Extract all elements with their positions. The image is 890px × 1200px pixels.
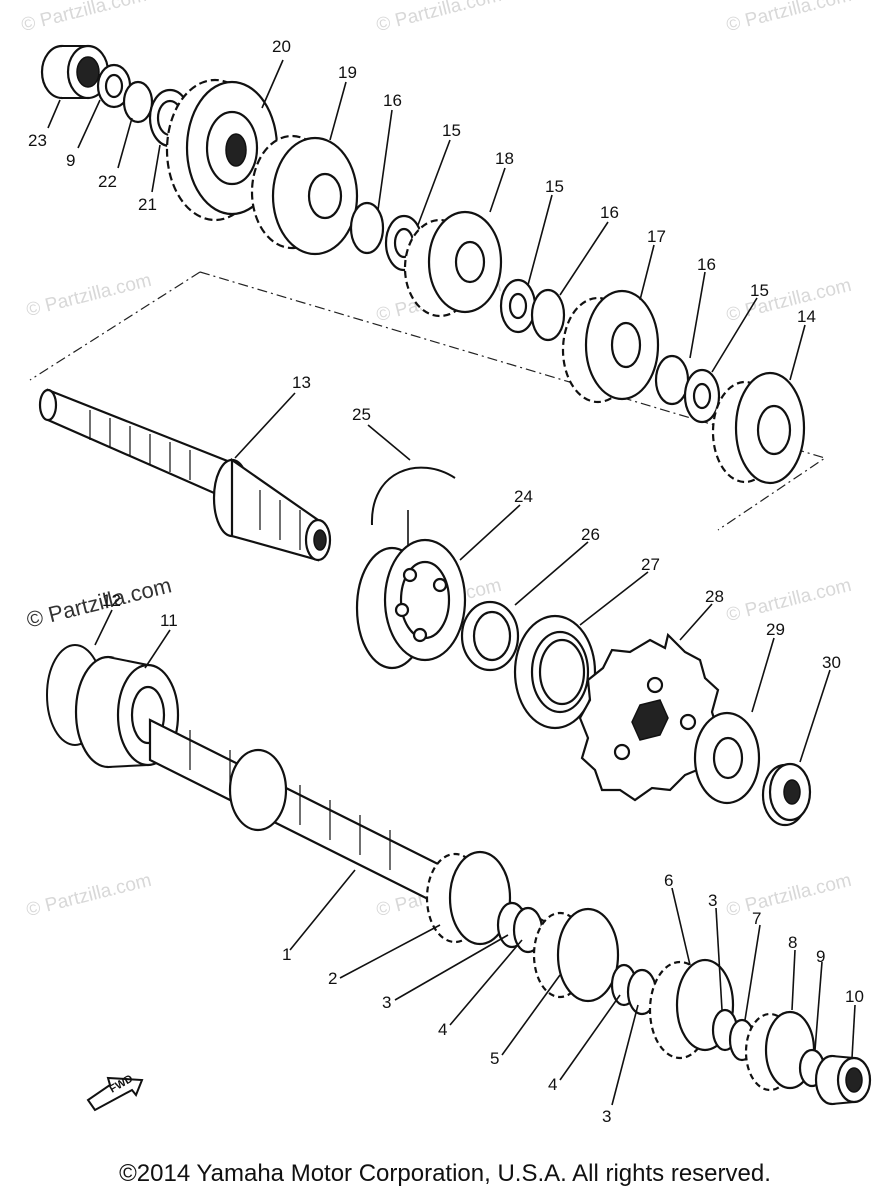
callout-10: 10 [845,987,864,1006]
part-19-gear [250,134,359,256]
part-15-washer [683,368,721,424]
callout-22: 22 [98,172,117,191]
part-22-circlip [122,80,154,124]
callout-16: 16 [697,255,716,274]
callout-12: 12 [102,591,121,610]
callout-19: 19 [338,63,357,82]
callout-5: 5 [490,1049,499,1068]
callout-21: 21 [138,195,157,214]
callout-30: 30 [822,653,841,672]
callout-3: 3 [602,1107,611,1126]
callout-11: 11 [160,611,178,630]
callout-23: 23 [28,131,47,150]
copyright-notice: ©2014 Yamaha Motor Corporation, U.S.A. A… [119,1160,771,1187]
part-25-circlip [370,466,456,526]
callout-18: 18 [495,149,514,168]
part-14-gear [711,371,806,485]
part-18-gear [403,210,503,318]
part-30-nut [761,762,812,827]
callout-4: 4 [438,1020,447,1039]
callout-9: 9 [66,151,75,170]
part-16-circlip [349,201,385,255]
callout-15: 15 [750,281,769,300]
leader-lines [47,59,856,1106]
part-15-washer [499,278,537,334]
part-16-circlip [530,288,566,342]
callout-24: 24 [514,487,533,506]
part-13-main-axle [38,388,332,562]
callout-labels: 20 19 16 15 18 15 16 17 16 15 14 23 9 22… [28,37,864,1126]
callout-8: 8 [788,933,797,952]
part-20-gear [165,78,279,222]
callout-1: 1 [282,945,291,964]
callout-13: 13 [292,373,311,392]
part-26-spacer [460,600,520,672]
callout-17: 17 [647,227,666,246]
callout-7: 7 [752,909,761,928]
transmission-exploded-view: FWD [28,37,872,1126]
callout-26: 26 [581,525,600,544]
forward-arrow-icon: FWD [86,1073,144,1112]
callout-15: 15 [545,177,564,196]
part-27-oil-seal [513,614,597,730]
callout-15: 15 [442,121,461,140]
callout-14: 14 [797,307,816,326]
assembly-outline [29,271,827,531]
callout-29: 29 [766,620,785,639]
callout-25: 25 [352,405,371,424]
callout-9: 9 [816,947,825,966]
part-2-gear [425,850,512,946]
part-8-gear [744,1010,816,1092]
part-29-lock-washer [693,711,761,805]
callout-20: 20 [272,37,291,56]
part-9-washer [96,63,132,109]
callout-2: 2 [328,969,337,988]
callout-16: 16 [600,203,619,222]
part-17-gear [561,289,660,404]
callout-16: 16 [383,91,402,110]
part-28-sprocket [578,632,720,802]
callout-4: 4 [548,1075,557,1094]
callout-6: 6 [664,871,673,890]
part-24-bearing [355,538,467,670]
part-5-gear [532,907,620,1003]
part-11-bearing [74,655,180,769]
callout-27: 27 [641,555,660,574]
callout-3: 3 [382,993,391,1012]
callout-28: 28 [705,587,724,606]
part-10-bearing [814,1054,872,1106]
callout-3: 3 [708,891,717,910]
part-16-circlip [654,354,690,406]
